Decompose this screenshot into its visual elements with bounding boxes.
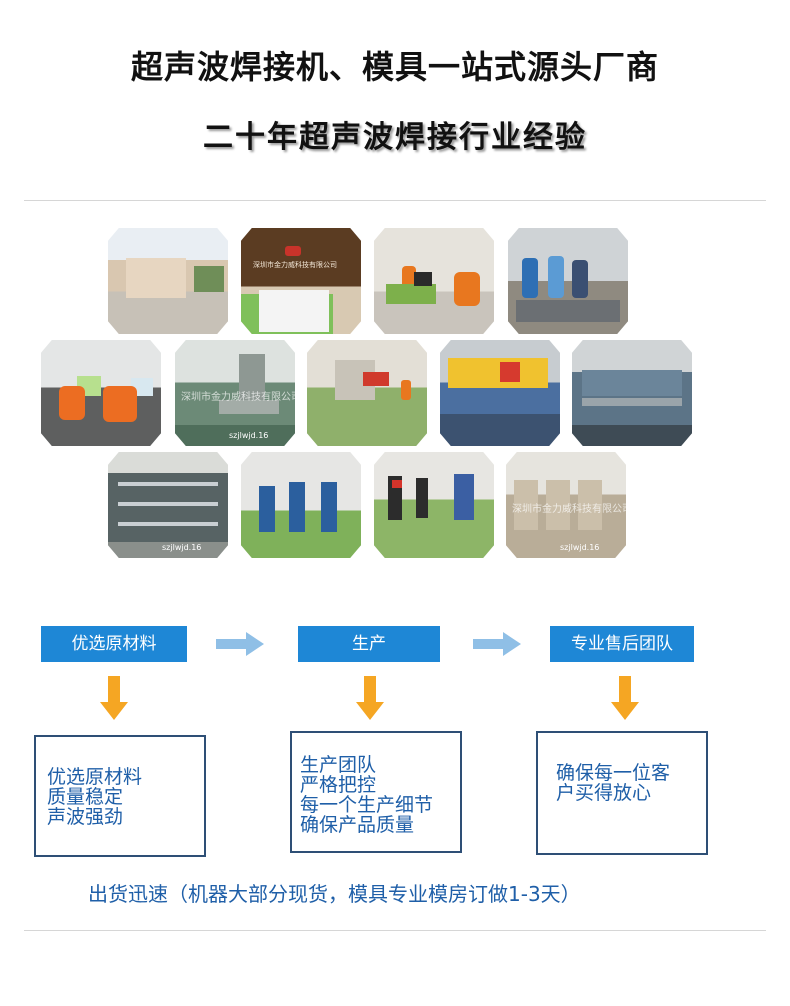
watermark-text: 深圳市金力威科技有限公司 [181,392,295,403]
watermark-text: 深圳市金力威科技有限公司 [512,504,626,515]
step-raw-materials: 优选原材料 [41,626,187,662]
production-floor-photo [307,340,427,446]
parts-storage-photo: szjlwjd.16 [108,452,228,558]
bottom-divider [24,930,766,931]
detail-box-after-sales: 确保每一位客 户买得放心 [536,731,708,855]
top-divider [24,200,766,201]
detail-box-raw-materials: 优选原材料 质量稳定 声波强劲 [34,735,206,857]
down-arrow-icon [611,676,639,720]
company-sign: 深圳市金力威科技有限公司 [253,261,337,269]
detail-box-production: 生产团队 严格把控 每一个生产细节 确保产品质量 [290,731,462,853]
page-subtitle: 二十年超声波焊接行业经验 [203,120,587,155]
lathe-photo [572,340,692,446]
milling-machine-photo: 深圳市金力威科技有限公司 szjlwjd.16 [175,340,295,446]
reception-desk-photo: 深圳市金力威科技有限公司 [241,228,361,334]
step-after-sales: 专业售后团队 [550,626,694,662]
office-workers-photo [374,228,494,334]
cad-engineers-photo [41,340,161,446]
page-title: 超声波焊接机、模具一站式源头厂商 [130,48,659,86]
finished-machines-photo: 深圳市金力威科技有限公司 szjlwjd.16 [506,452,626,558]
shipping-note: 出货迅速（机器大部分现货，模具专业模房订做1-3天） [88,882,581,906]
step-production: 生产 [298,626,440,662]
down-arrow-icon [356,676,384,720]
watermark-url: szjlwjd.16 [560,543,600,552]
ultrasonic-welders-photo [241,452,361,558]
workshop-meeting-photo [508,228,628,334]
right-arrow-icon [216,632,264,656]
band-saw-photo [440,340,560,446]
factory-building-photo [108,228,228,334]
watermark-url: szjlwjd.16 [229,431,269,440]
down-arrow-icon [100,676,128,720]
right-arrow-icon [473,632,521,656]
assembly-line-photo [374,452,494,558]
watermark-url: szjlwjd.16 [162,543,202,552]
